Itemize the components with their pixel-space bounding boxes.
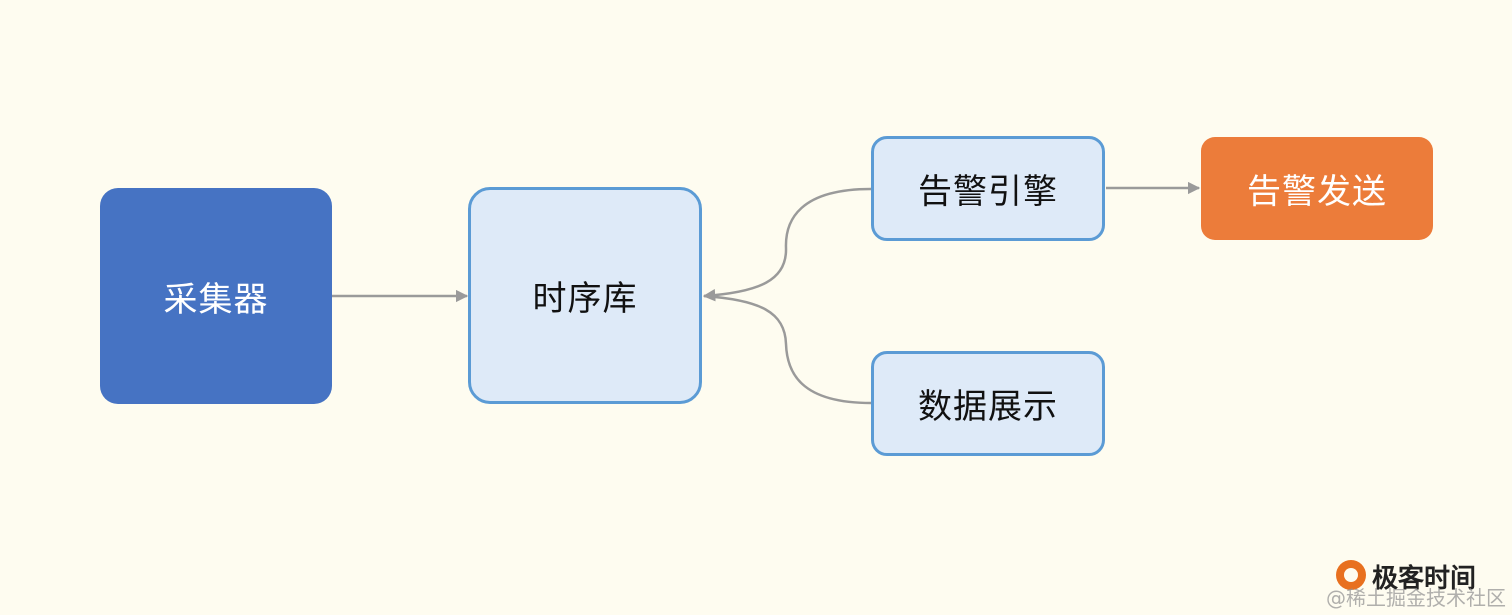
logo-text: 极客时间 bbox=[1372, 564, 1477, 594]
arrow-data-display-to-tsdb bbox=[703, 294, 872, 405]
node-data-display-label: 数据展示 bbox=[918, 387, 1058, 427]
node-collector: 采集器 bbox=[100, 188, 332, 404]
node-data-display: 数据展示 bbox=[871, 351, 1105, 456]
node-tsdb-label: 时序库 bbox=[532, 279, 638, 319]
node-alert-engine: 告警引擎 bbox=[871, 136, 1105, 241]
node-alert-engine-label: 告警引擎 bbox=[918, 172, 1058, 212]
watermark-text: @稀土掘金技术社区 bbox=[1326, 586, 1506, 610]
node-alert-send: 告警发送 bbox=[1201, 137, 1433, 240]
node-tsdb: 时序库 bbox=[468, 187, 702, 404]
arrow-alert-engine-to-tsdb bbox=[702, 187, 872, 302]
node-collector-label: 采集器 bbox=[163, 279, 269, 320]
logo-icon bbox=[1336, 560, 1366, 590]
node-alert-send-label: 告警发送 bbox=[1247, 172, 1387, 212]
